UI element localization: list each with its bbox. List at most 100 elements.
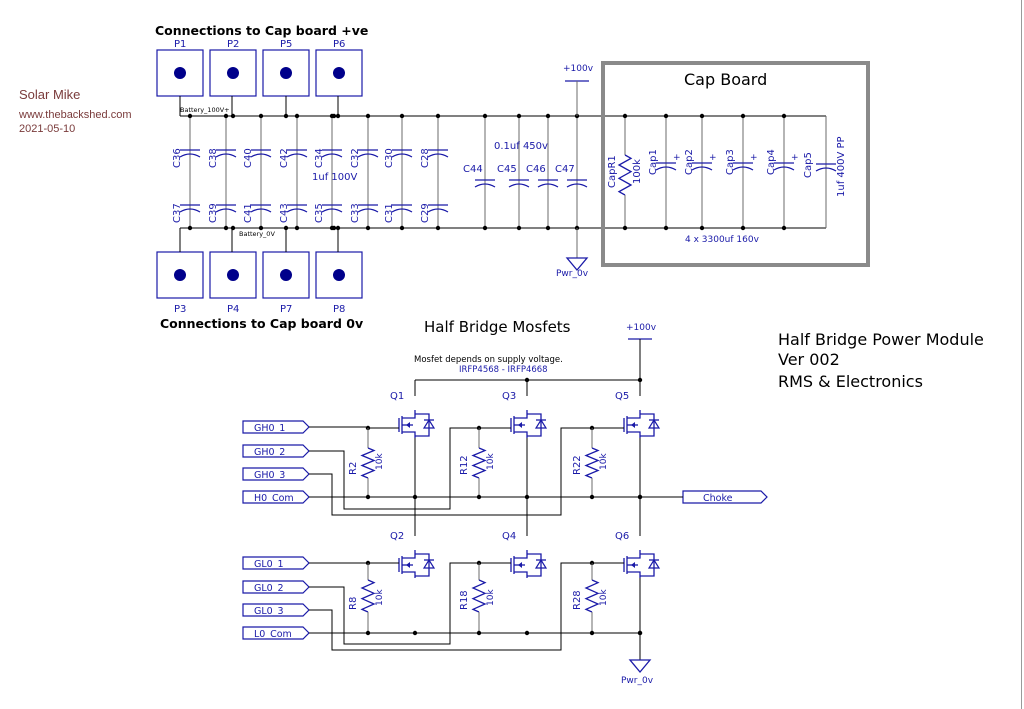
cap-value: 1uf 400V PP <box>836 136 847 197</box>
cap-label: C28 <box>420 148 431 168</box>
resistor-zigzag <box>360 447 376 479</box>
gate3-wire <box>309 427 592 516</box>
resistor-value: 10k <box>486 589 496 606</box>
resistor-ref: R22 <box>572 455 583 475</box>
junction-dot <box>699 113 705 119</box>
cap-label: C30 <box>384 148 395 168</box>
mosfet-drain <box>627 550 641 559</box>
resistor-value: 100k <box>632 159 643 184</box>
cap-label: C35 <box>314 203 325 223</box>
capacitor-c41 <box>250 204 272 213</box>
ground-label-top: Pwr_0v <box>556 269 589 279</box>
author-website: www.thebackshed.com <box>19 109 132 121</box>
junction-dot <box>545 113 551 119</box>
body-diode-icon <box>422 418 436 429</box>
cap-label: C39 <box>208 203 219 223</box>
junction-dot <box>740 113 746 119</box>
mosfet-source <box>514 571 528 578</box>
resistor-r8 <box>360 579 376 613</box>
body-diode-wire <box>640 413 655 437</box>
cap-label: C36 <box>172 148 183 168</box>
electrolytic-cap1 <box>655 162 677 171</box>
author-date: 2021-05-10 <box>19 123 76 135</box>
junction-dot <box>283 113 289 119</box>
cap-plate-curved <box>215 153 237 158</box>
ground-icon <box>565 257 589 272</box>
cap-board-title: Cap Board <box>684 70 767 89</box>
mosfet-drain <box>402 410 416 419</box>
port-flag <box>242 603 310 617</box>
body-diode-wire <box>415 413 430 437</box>
junction-dot <box>545 225 551 231</box>
cap-label: C38 <box>208 148 219 168</box>
net-label-battery-pos: Battery_100V+ <box>180 106 230 114</box>
junction-dot <box>435 113 441 119</box>
mosfet-symbol <box>623 550 661 578</box>
junction-dot <box>699 225 705 231</box>
junction-dot <box>294 113 300 119</box>
body-diode-wire <box>640 553 655 577</box>
junction-dot <box>294 225 300 231</box>
title-block-line2: Ver 002 <box>778 350 840 369</box>
pad-label: P1 <box>174 39 186 50</box>
body-diode-wire <box>415 553 430 577</box>
mosfet-label: Q1 <box>390 391 404 402</box>
cap-label: Cap1 <box>648 149 659 175</box>
pad-hole-icon <box>333 67 345 79</box>
pad-hole-icon <box>280 67 292 79</box>
pad-label: P2 <box>227 39 239 50</box>
supply-label-top: +100v <box>563 64 594 74</box>
mosfet-label: Q3 <box>502 391 516 402</box>
half-bridge-title: Half Bridge Mosfets <box>424 318 571 336</box>
port-label: GH0_1 <box>254 423 285 434</box>
port-label: GL0_2 <box>254 583 284 594</box>
capacitor-c33 <box>357 204 379 213</box>
mosfet-drain <box>402 550 416 559</box>
cap-label: C41 <box>243 203 254 223</box>
cap-plate-curved <box>427 208 449 213</box>
capacitor-c39 <box>215 204 237 213</box>
cap-plate-curved <box>508 183 530 188</box>
port-flag <box>242 556 310 570</box>
cap-plate-curved <box>286 153 308 158</box>
resistor-zigzag <box>584 447 600 479</box>
title-block-line1: Half Bridge Power Module <box>778 330 984 349</box>
junction-dot <box>399 113 405 119</box>
port-flag <box>242 467 310 481</box>
pad-hole-icon <box>227 67 239 79</box>
resistor-value: 10k <box>486 453 496 470</box>
pad-hole-icon <box>174 67 186 79</box>
cap-label: C31 <box>384 203 395 223</box>
cap-label: C34 <box>314 148 325 168</box>
cap-plate-curved <box>250 208 272 213</box>
pad-hole-icon <box>333 269 345 281</box>
mosfet-arrow <box>518 562 522 568</box>
capacitor-c36 <box>179 149 201 158</box>
port-label: H0_Com <box>254 493 294 504</box>
film-cap-value: 0.1uf 450v <box>494 141 548 152</box>
resistor-ref: R2 <box>348 462 359 475</box>
pad-label: P4 <box>227 304 239 315</box>
junction-dot <box>663 225 669 231</box>
cap-plate-curved <box>321 153 343 158</box>
net-label-battery-neg: Battery_0V <box>239 230 275 238</box>
port-label: GL0_3 <box>254 606 284 617</box>
junction-dot <box>335 113 341 119</box>
gate2-wire <box>309 427 479 510</box>
capacitor-c35 <box>321 204 343 213</box>
cap-plate-curved <box>215 208 237 213</box>
cap-plate-curved <box>321 208 343 213</box>
neg-connections-title: Connections to Cap board 0v <box>160 316 363 331</box>
junction-dot <box>365 113 371 119</box>
body-diode-wire <box>527 413 542 437</box>
cap-array-value: 1uf 100V <box>312 172 357 183</box>
cap-board-frame <box>601 61 870 267</box>
resistor-zigzag <box>584 579 600 613</box>
resistor-zigzag <box>617 154 633 196</box>
junction-dot <box>331 225 337 231</box>
supply-label-bridge: +100v <box>626 323 657 333</box>
resistor-value: 10k <box>599 589 609 606</box>
cap-label: C33 <box>350 203 361 223</box>
cap-plate-curved <box>691 166 713 171</box>
